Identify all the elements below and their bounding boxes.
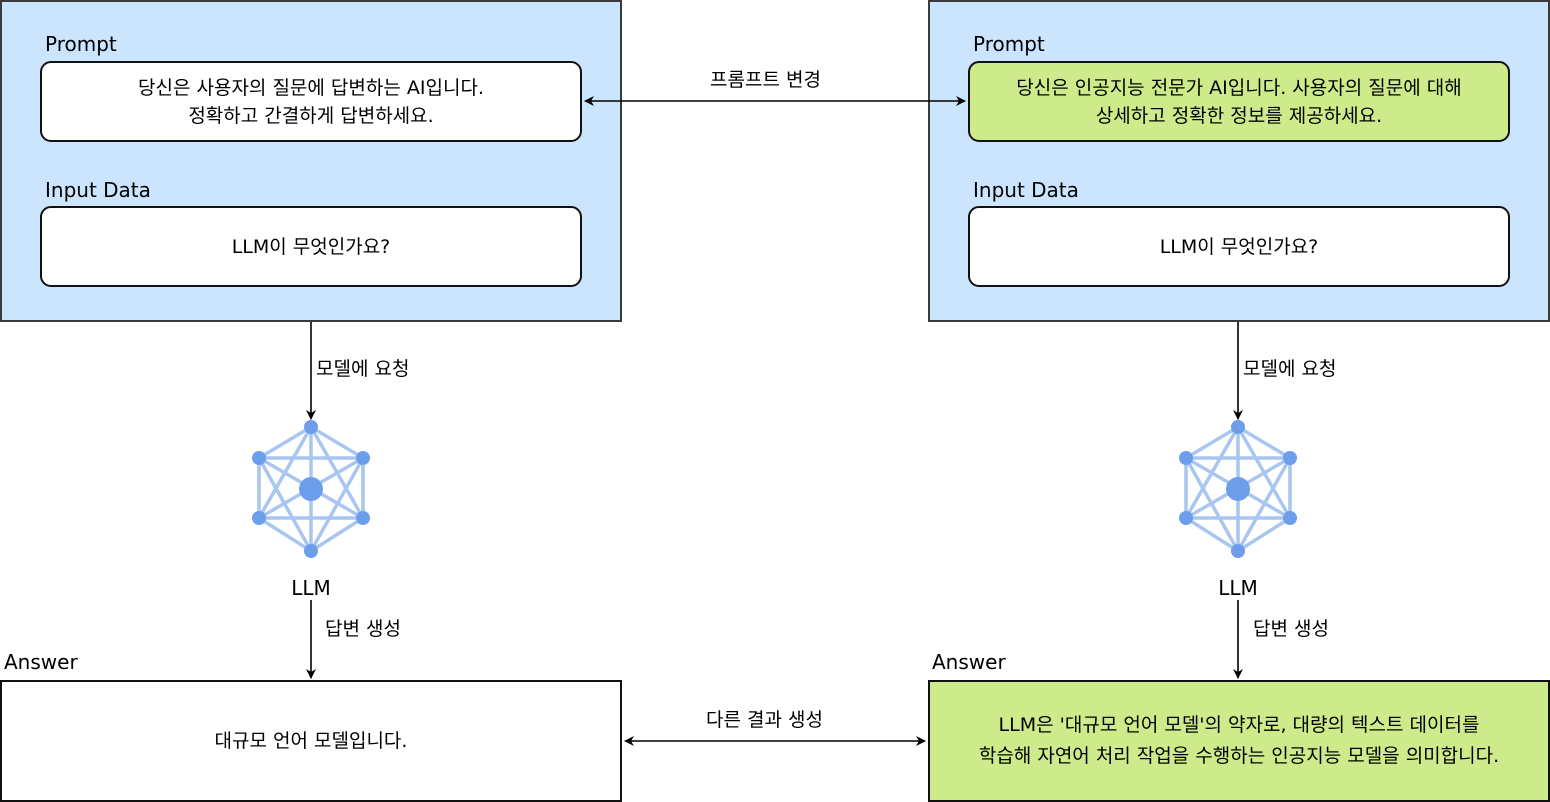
right-answer-label: Answer [932, 650, 1006, 674]
right-input-data-label: Input Data [973, 178, 1079, 202]
right-llm-label: LLM [1218, 576, 1258, 600]
left-answer-text: 대규모 언어 모델입니다. [214, 729, 408, 752]
right-neural-network-icon [1179, 420, 1297, 558]
right-input-data-box: LLM이 무엇인가요? [968, 206, 1510, 287]
left-prompt-label: Prompt [45, 32, 117, 56]
right-prompt-box: 당신은 인공지능 전문가 AI입니다. 사용자의 질문에 대해 상세하고 정확한… [968, 61, 1510, 142]
left-llm-label: LLM [291, 576, 331, 600]
right-prompt-label: Prompt [973, 32, 1045, 56]
left-input-data-text: LLM이 무엇인가요? [231, 235, 391, 258]
left-answer-box: 대규모 언어 모델입니다. [0, 680, 622, 802]
right-prompt-text: 당신은 인공지능 전문가 AI입니다. 사용자의 질문에 대해 상세하고 정확한… [1016, 76, 1462, 127]
right-generate-label: 답변 생성 [1251, 617, 1331, 641]
different-result-label: 다른 결과 생성 [704, 708, 825, 732]
left-generate-label: 답변 생성 [323, 617, 403, 641]
left-input-data-label: Input Data [45, 178, 151, 202]
prompt-change-label: 프롬프트 변경 [708, 68, 823, 92]
right-input-data-text: LLM이 무엇인가요? [1159, 235, 1319, 258]
right-answer-box: LLM은 '대규모 언어 모델'의 약자로, 대량의 텍스트 데이터를 학습해 … [928, 680, 1550, 802]
right-answer-text: LLM은 '대규모 언어 모델'의 약자로, 대량의 텍스트 데이터를 학습해 … [978, 714, 1500, 767]
left-prompt-box: 당신은 사용자의 질문에 답변하는 AI입니다. 정확하고 간결하게 답변하세요… [40, 61, 582, 142]
left-request-label: 모델에 요청 [314, 357, 412, 381]
left-input-data-box: LLM이 무엇인가요? [40, 206, 582, 287]
left-neural-network-icon [252, 420, 370, 558]
left-answer-label: Answer [4, 650, 78, 674]
left-prompt-text: 당신은 사용자의 질문에 답변하는 AI입니다. 정확하고 간결하게 답변하세요… [138, 76, 484, 127]
right-request-label: 모델에 요청 [1241, 357, 1339, 381]
